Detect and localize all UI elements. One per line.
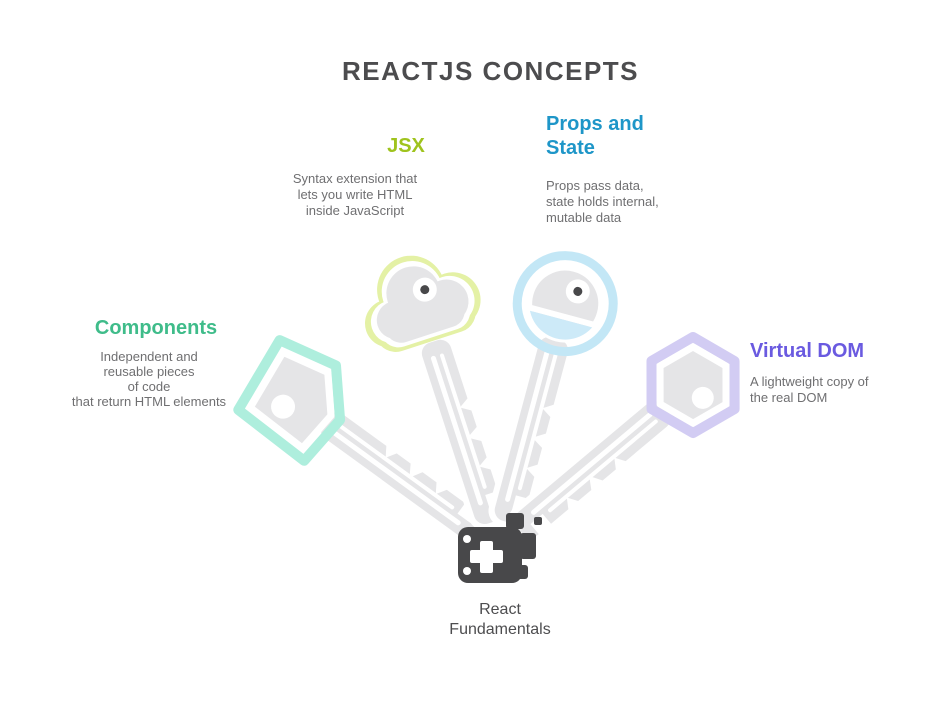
desc-line: Independent and	[100, 349, 198, 364]
concept-desc-virtual-dom: A lightweight copy of the real DOM	[750, 374, 918, 406]
desc-line: state holds internal,	[546, 194, 659, 209]
key-head-circle	[512, 251, 618, 357]
label-line: Props and	[546, 113, 644, 135]
logo-plus-icon	[458, 513, 542, 583]
concept-label-virtual-dom: Virtual DOM	[750, 340, 865, 362]
keyhole	[271, 394, 296, 419]
keyhole	[691, 386, 714, 409]
key-head-rounded-square	[231, 330, 365, 464]
desc-line: Syntax extension that	[292, 171, 418, 186]
footer-caption: React Fundamentals	[420, 600, 580, 640]
concept-label-props-state: Props and State	[546, 112, 706, 160]
key-head-hexagon	[631, 325, 756, 445]
desc-line: of code	[127, 379, 171, 394]
desc-line: A lightweight copy of	[750, 374, 869, 389]
key-notch-gap	[526, 303, 598, 329]
key-virtual-dom	[484, 312, 767, 572]
concept-label-components: Components	[94, 317, 218, 339]
footer-line: React	[479, 601, 521, 618]
desc-line: lets you write HTML	[297, 187, 413, 202]
page-title: REACTJS CONCEPTS	[341, 56, 640, 86]
desc-line: the real DOM	[750, 390, 828, 405]
desc-line: that return HTML elements	[71, 394, 227, 409]
desc-line: Props pass data,	[546, 178, 644, 193]
key-ring	[512, 251, 618, 357]
key-jsx	[347, 237, 550, 547]
desc-line: inside JavaScript	[305, 203, 405, 218]
desc-line: reusable pieces	[103, 364, 195, 379]
keyhole-center	[573, 286, 583, 296]
key-head-cloud	[347, 237, 490, 360]
key-components	[231, 330, 514, 572]
label-line: State	[546, 137, 595, 159]
concept-desc-jsx: Syntax extension that lets you write HTM…	[262, 171, 448, 219]
keyhole-center	[420, 285, 430, 295]
footer-line: Fundamentals	[449, 621, 551, 638]
concept-label-jsx: JSX	[387, 135, 425, 157]
concept-desc-components: Independent and reusable pieces of code …	[58, 349, 240, 409]
key-props-state	[459, 251, 618, 540]
desc-line: mutable data	[546, 210, 622, 225]
concept-desc-props-state: Props pass data, state holds internal, m…	[546, 178, 721, 226]
